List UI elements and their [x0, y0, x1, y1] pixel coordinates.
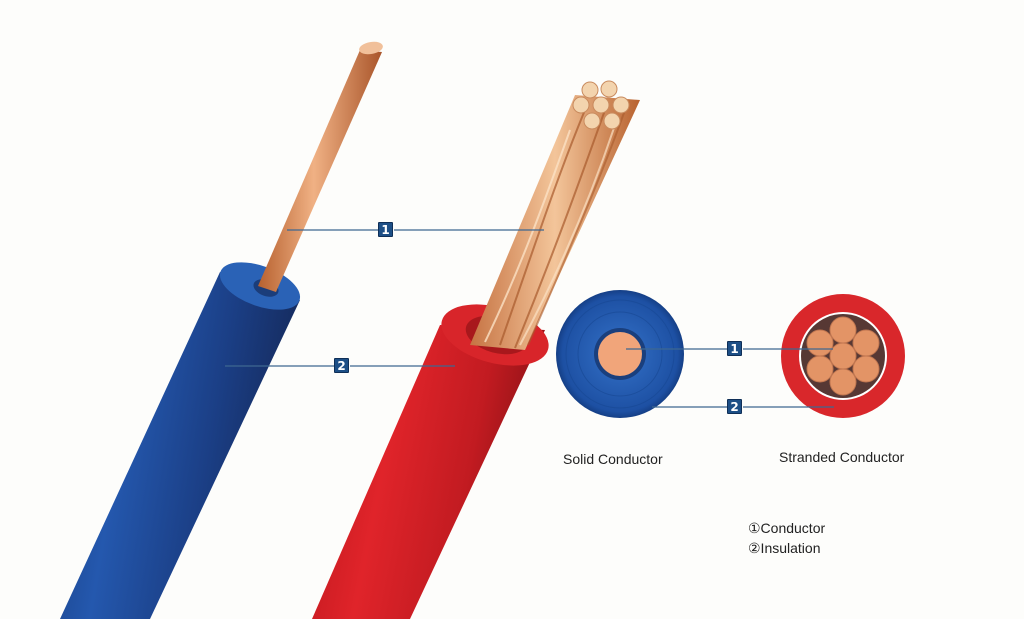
callout-badge-insulation: 2	[334, 358, 349, 373]
solid-cable	[60, 41, 383, 619]
stranded-cross-section	[781, 294, 905, 418]
stranded-cable	[312, 80, 640, 619]
stranded-conductor-label: Stranded Conductor	[779, 449, 905, 465]
legend-item-conductor: ①Conductor	[748, 520, 826, 536]
solid-conductor-label: Solid Conductor	[563, 451, 663, 467]
legend-item-insulation: ②Insulation	[748, 540, 821, 556]
callout-lines	[225, 229, 834, 408]
callout-badge-conductor: 1	[378, 222, 393, 237]
legend: ①Conductor ②Insulation	[748, 518, 825, 558]
callout-badge-insulation: 2	[727, 399, 742, 414]
callout-badge-conductor: 1	[727, 341, 742, 356]
solid-cross-section	[556, 290, 684, 418]
